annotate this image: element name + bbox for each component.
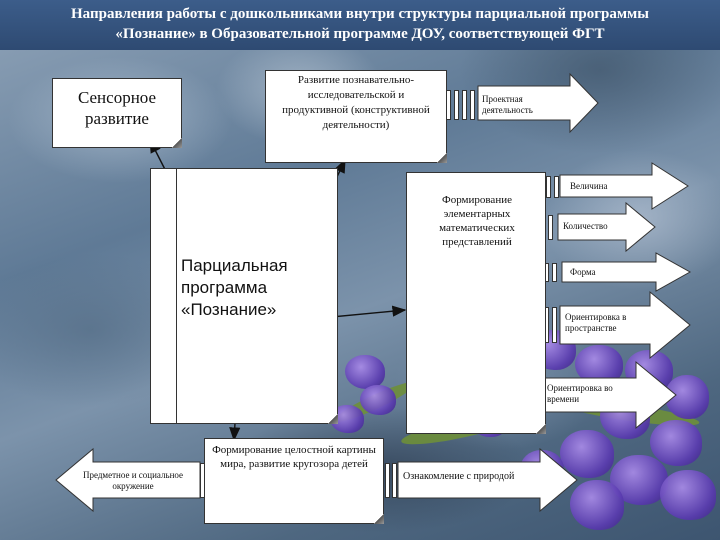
arrow-time-label: Ориентировка во времени	[547, 383, 613, 404]
block-partial-program-margin	[176, 169, 177, 423]
block-cognitive: Развитие познавательно-исследовательской…	[265, 70, 447, 163]
stripes-project	[446, 90, 476, 120]
arrow-magnitude-label: Величина	[570, 181, 608, 191]
block-world-picture-text: Формирование целостной картины мира, раз…	[212, 444, 376, 470]
arrow-shape-label: Форма	[570, 267, 596, 277]
stripes-shape	[544, 263, 562, 282]
title-line-2: «Познание» в Образовательной программе Д…	[115, 26, 605, 42]
flower-decoration	[560, 430, 614, 478]
flower-decoration	[660, 470, 716, 520]
block-partial-program-text: Парциальная программа «Познание»	[181, 256, 288, 319]
arrow-quantity	[557, 201, 656, 253]
arrow-project-label: Проектная деятельность	[482, 94, 533, 115]
arrow-project	[477, 72, 599, 134]
block-cognitive-text: Развитие познавательно-исследовательской…	[282, 74, 430, 131]
arrow-time	[541, 360, 677, 430]
block-world-picture: Формирование целостной картины мира, раз…	[204, 438, 384, 524]
block-sensory-text: Сенсорное развитие	[77, 88, 157, 128]
arrow-nature-label: Ознакомление с природой	[403, 471, 515, 482]
title-line-1: Направления работы с дошкольниками внутр…	[71, 6, 649, 22]
arrow-nature	[397, 447, 578, 513]
arrow-space	[559, 290, 691, 360]
flower-decoration	[345, 355, 385, 389]
stripes-nature	[385, 463, 399, 498]
block-femp: Формирование элементарных математических…	[406, 172, 546, 434]
stripes-space	[544, 307, 560, 343]
arrow-space-label: Ориентировка в пространстве	[565, 312, 627, 333]
flower-decoration	[360, 385, 396, 415]
block-femp-text: Формирование элементарных математических…	[439, 194, 515, 248]
block-sensory: Сенсорное развитие	[52, 78, 182, 148]
arrow-environment-label: Предметное и социальное окружение	[82, 470, 184, 491]
arrow-magnitude	[559, 162, 689, 210]
flower-decoration	[650, 420, 702, 466]
arrow-shape	[561, 252, 692, 292]
title-bar	[0, 0, 720, 50]
flower-decoration	[570, 480, 624, 530]
block-partial-program: Парциальная программа «Познание»	[150, 168, 338, 424]
arrow-quantity-label: Количество	[563, 221, 608, 231]
slide-title: Направления работы с дошкольниками внутр…	[6, 4, 714, 44]
